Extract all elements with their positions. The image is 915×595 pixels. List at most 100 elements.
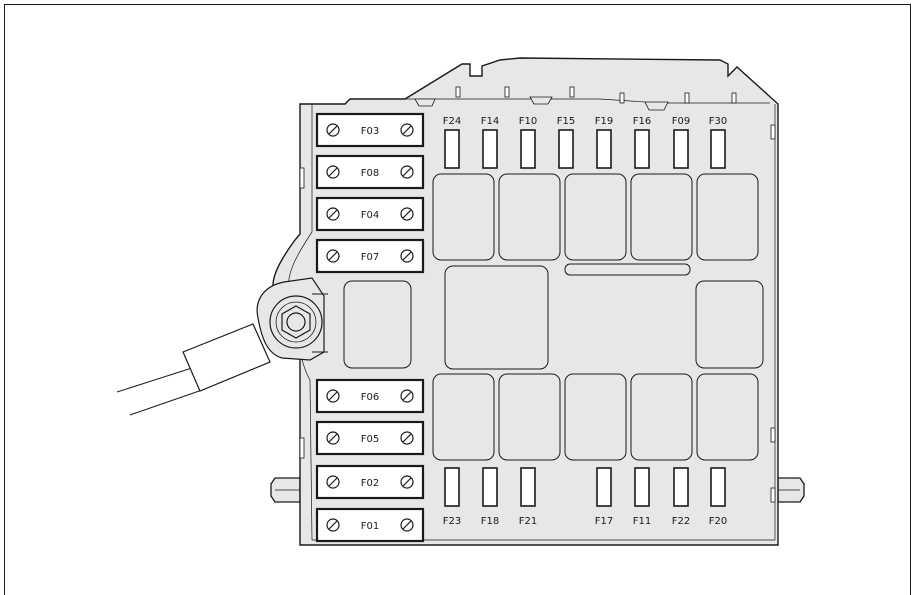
fuse-label: F15: [557, 116, 575, 127]
terminal-washer-inner: [275, 301, 317, 343]
screw-slot: [402, 433, 412, 443]
side-notch: [770, 124, 776, 140]
mini-fuse-slot: [596, 467, 612, 507]
mini-fuse-f21: F21: [519, 467, 537, 527]
relay-socket: [432, 373, 495, 461]
mini-fuse-f09: F09: [672, 116, 690, 169]
fuse-label: F23: [443, 516, 461, 527]
screw-icon: [400, 249, 414, 263]
mini-fuse-f14: F14: [481, 116, 499, 169]
screw-slot: [402, 391, 412, 401]
mini-fuse-f16: F16: [633, 116, 651, 169]
mini-fuse-f23: F23: [443, 467, 461, 527]
maxi-fuse-f06: F06: [315, 378, 425, 414]
relay-socket: [695, 280, 764, 369]
top-clip: [414, 98, 436, 107]
side-notch: [299, 167, 305, 189]
relay-socket: [696, 373, 759, 461]
fuse-label: F10: [519, 116, 537, 127]
fuse-label: F11: [633, 516, 651, 527]
maxi-fuse-f05: F05: [315, 420, 425, 456]
top-tab: [569, 86, 575, 98]
side-notch: [299, 437, 305, 459]
mini-fuse-slot: [444, 467, 460, 507]
screw-slot: [328, 391, 338, 401]
top-tab: [504, 86, 510, 98]
screw-icon: [400, 123, 414, 137]
relay-socket: [498, 173, 561, 261]
maxi-fuse-f04: F04: [315, 196, 425, 232]
mini-fuse-f20: F20: [709, 467, 727, 527]
screw-slot: [328, 125, 338, 135]
relay-socket: [343, 280, 412, 369]
maxi-fuse-body: [315, 196, 425, 232]
mini-fuse-slot: [520, 129, 536, 169]
top-cover-line: [405, 98, 770, 104]
relay-socket: [564, 373, 627, 461]
mini-fuse-slot: [482, 467, 498, 507]
mini-fuse-slot: [673, 129, 689, 169]
maxi-fuse-body: [315, 154, 425, 190]
screw-icon: [326, 165, 340, 179]
mini-fuse-f18: F18: [481, 467, 499, 527]
top-tab: [455, 86, 461, 98]
maxi-fuse-body: [315, 420, 425, 456]
mini-fuse-slot: [444, 129, 460, 169]
mini-fuse-slot: [710, 129, 726, 169]
screw-icon: [400, 207, 414, 221]
screw-icon: [400, 518, 414, 532]
relay-socket: [630, 173, 693, 261]
screw-slot: [402, 520, 412, 530]
screw-slot: [328, 167, 338, 177]
screw-slot: [328, 520, 338, 530]
screw-icon: [326, 389, 340, 403]
relay-socket: [498, 373, 561, 461]
fuse-label: F18: [481, 516, 499, 527]
screw-slot: [328, 209, 338, 219]
relay-sockets: [343, 173, 764, 461]
screw-slot: [328, 251, 338, 261]
screw-slot: [402, 251, 412, 261]
screw-icon: [326, 123, 340, 137]
top-clip: [529, 96, 553, 105]
maxi-fuse-f08: F08: [315, 154, 425, 190]
cable-wire: [129, 388, 206, 416]
maxi-fuse-body: [315, 464, 425, 500]
fuse-label: F09: [672, 116, 690, 127]
screw-icon: [326, 475, 340, 489]
top-clip: [644, 101, 669, 111]
fuse-label: F08: [361, 168, 379, 179]
screw-icon: [326, 249, 340, 263]
mini-fuse-slot: [710, 467, 726, 507]
side-notch: [770, 487, 776, 503]
screw-icon: [400, 475, 414, 489]
fuse-label: F16: [633, 116, 651, 127]
screw-slot: [402, 125, 412, 135]
fuse-label: F20: [709, 516, 727, 527]
mini-fuse-slot: [634, 129, 650, 169]
screw-slot: [402, 477, 412, 487]
maxi-fuse-body: [315, 238, 425, 274]
mini-fuse-f17: F17: [595, 467, 613, 527]
side-notch: [770, 427, 776, 443]
fuse-label: F21: [519, 516, 537, 527]
maxi-fuse-f01: F01: [315, 507, 425, 543]
maxi-fuse-body: [315, 507, 425, 543]
fuse-label: F24: [443, 116, 461, 127]
screw-slot: [402, 167, 412, 177]
mini-fuse-slot: [558, 129, 574, 169]
mini-fuse-f11: F11: [633, 467, 651, 527]
relay-socket: [696, 173, 759, 261]
relay-socket-large: [444, 265, 549, 370]
mini-fuse-slot: [634, 467, 650, 507]
fuse-label: F30: [709, 116, 727, 127]
center-slot: [564, 263, 691, 276]
screw-slot: [328, 433, 338, 443]
fuse-label: F03: [361, 126, 379, 137]
mini-fuse-slot: [673, 467, 689, 507]
relay-socket: [630, 373, 693, 461]
top-tab: [731, 92, 737, 104]
top-tab: [684, 92, 690, 104]
fuse-label: F06: [361, 392, 379, 403]
